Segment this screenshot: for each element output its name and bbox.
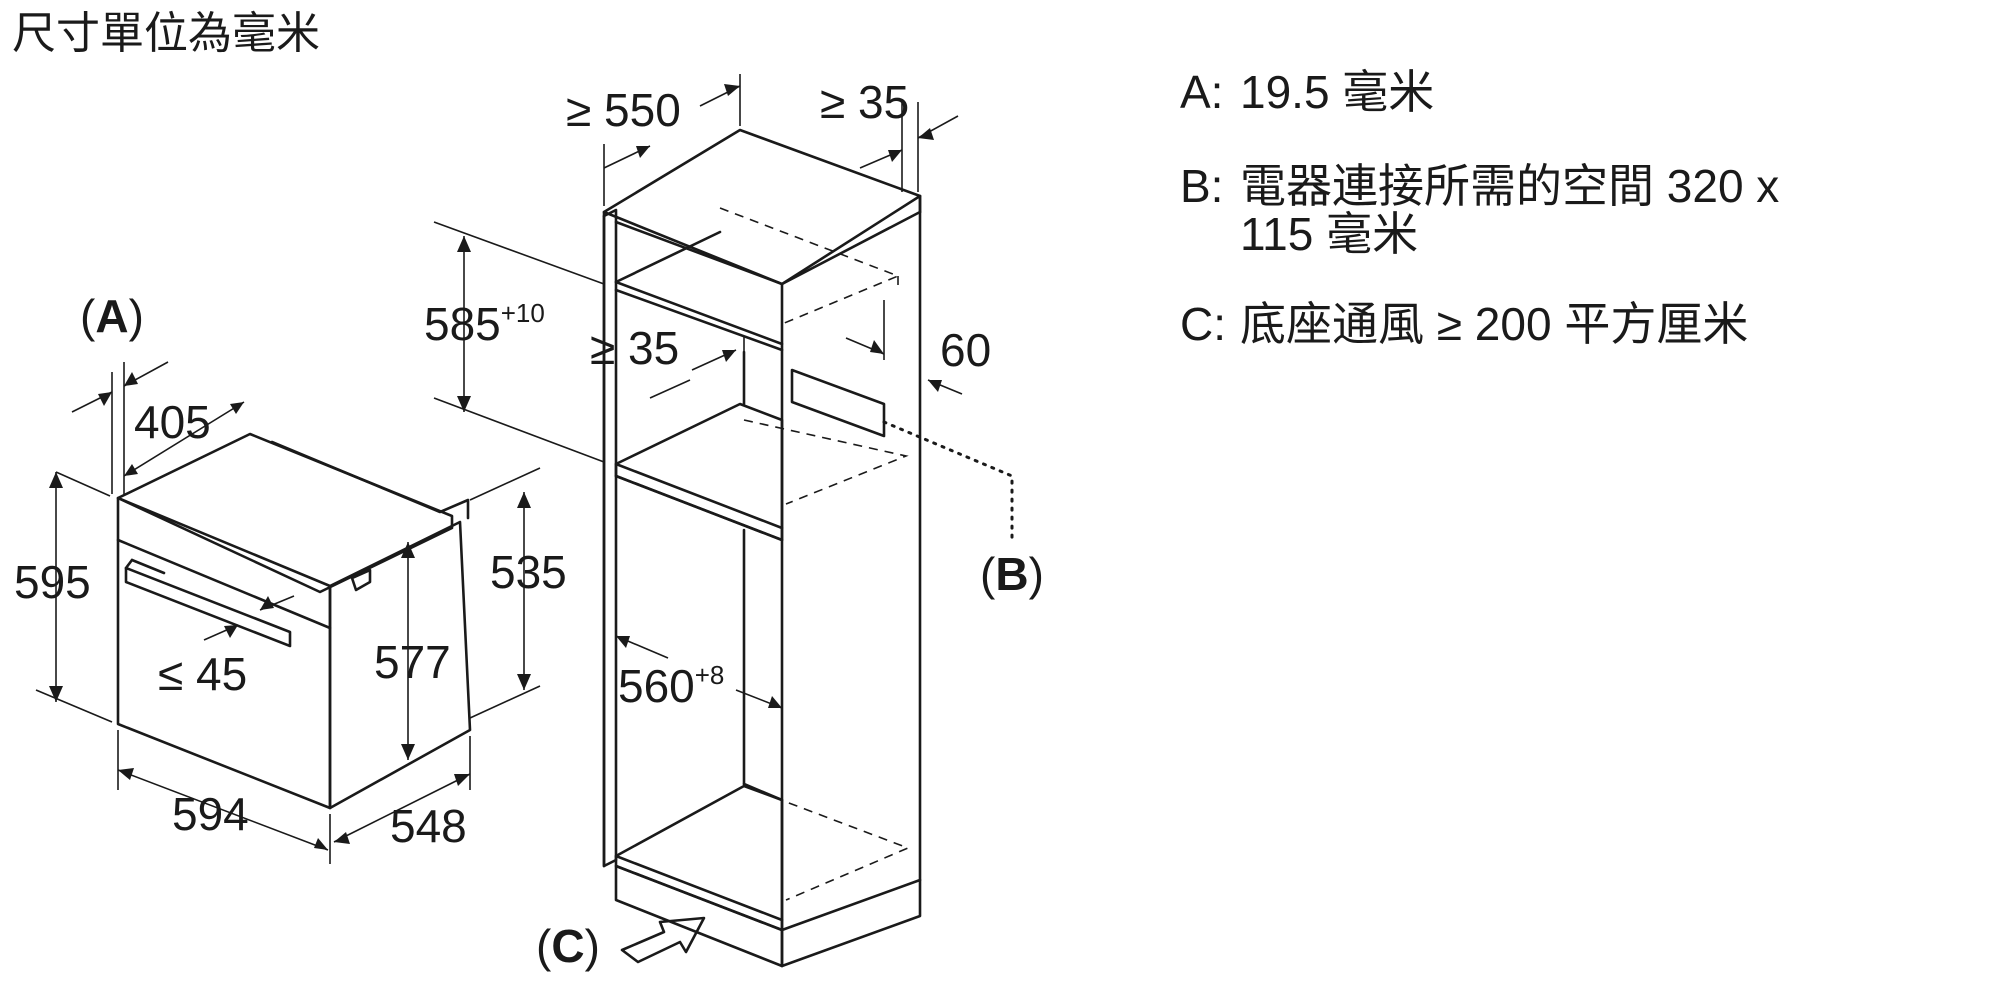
note-a-text: 19.5 毫米 [1240, 66, 1435, 118]
note-b-key: B: [1180, 160, 1224, 212]
dim-handle-45: ≤ 45 [158, 648, 247, 700]
dimension-labels: (A) 405 595 ≤ 45 577 535 594 548 ≥ 550 ≥… [14, 76, 1044, 972]
dim-niche-height-585: 585+10 [424, 298, 545, 350]
oven-drawing [116, 432, 472, 810]
dim-548: 548 [390, 800, 467, 852]
note-a-key: A: [1180, 66, 1224, 118]
callout-a-label: (A) [80, 290, 144, 342]
note-a: A: 19.5 毫米 [1180, 68, 1800, 116]
note-b: B: 電器連接所需的空間 320 x 115 毫米 [1180, 162, 1800, 258]
note-b-text: 電器連接所需的空間 320 x 115 毫米 [1240, 160, 1780, 260]
dim-595: 595 [14, 556, 91, 608]
dim-577: 577 [374, 636, 451, 688]
dim-cabinet-depth-550: ≥ 550 [566, 84, 681, 136]
oven-dimensions [35, 361, 541, 864]
dim-niche-width-560: 560+8 [618, 660, 724, 712]
note-c-key: C: [1180, 298, 1226, 350]
cabinet-dimensions [433, 74, 963, 964]
dim-side-gap-35: ≥ 35 [820, 76, 909, 128]
dim-back-gap-35: ≥ 35 [590, 322, 679, 374]
note-c: C: 底座通風 ≥ 200 平方厘米 [1180, 300, 1800, 348]
callout-b-label: (B) [980, 548, 1044, 600]
dim-535: 535 [490, 546, 567, 598]
diagram-title: 尺寸單位為毫米 [12, 9, 320, 58]
dim-594: 594 [172, 788, 249, 840]
cabinet-drawing [602, 128, 1014, 968]
dim-405: 405 [134, 396, 211, 448]
callout-c-label: (C) [536, 920, 600, 972]
dim-back-gap-60: 60 [940, 324, 991, 376]
note-c-text: 底座通風 ≥ 200 平方厘米 [1240, 298, 1749, 350]
